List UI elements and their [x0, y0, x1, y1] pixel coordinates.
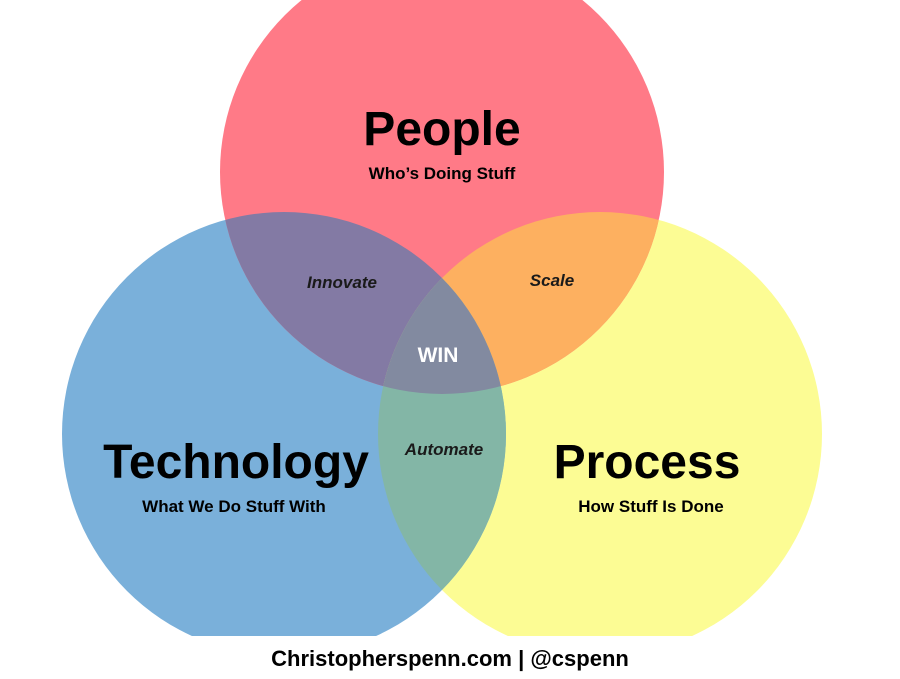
technology-title: Technology	[103, 436, 369, 489]
center-label-win: WIN	[418, 344, 459, 367]
footer-credit: Christopherspenn.com | @cspenn	[271, 646, 629, 671]
process-subtitle: How Stuff Is Done	[578, 497, 723, 516]
overlap-people-technology	[220, 212, 506, 394]
overlap-people-process	[378, 212, 664, 394]
people-subtitle: Who’s Doing Stuff	[369, 164, 516, 183]
process-title: Process	[554, 436, 741, 489]
overlap-label-automate: Automate	[404, 440, 483, 459]
overlap-label-scale: Scale	[530, 271, 574, 290]
venn-circles	[62, 0, 822, 636]
people-title: People	[363, 103, 520, 156]
technology-subtitle: What We Do Stuff With	[142, 497, 326, 516]
overlap-label-innovate: Innovate	[307, 273, 377, 292]
